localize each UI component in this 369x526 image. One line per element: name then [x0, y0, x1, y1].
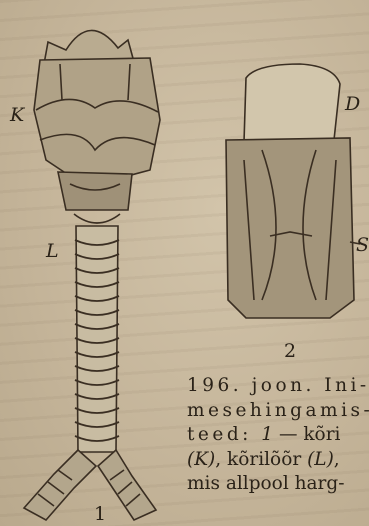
caption-line-1: 196. joon. Ini- [187, 374, 369, 399]
caption-line-3: teed: 1 — kõri [187, 423, 369, 448]
figure-label-k: K [10, 104, 24, 126]
figure-number-2: 2 [284, 340, 296, 362]
caption-ref-l: (L) [307, 449, 334, 470]
larynx-trachea-drawing [24, 30, 160, 520]
figure-label-l: L [46, 240, 59, 262]
caption-ref-k: (K) [187, 449, 215, 470]
caption-line-3-text: teed: [187, 424, 261, 445]
caption-line-4: (K), kõrilõõr (L), [187, 448, 369, 473]
caption-line-3-rest: — kõri [273, 424, 340, 445]
figure-number-1: 1 [94, 503, 106, 525]
caption-line-5: mis allpool harg- [187, 472, 369, 497]
caption-line-2: mesehingamis- [187, 399, 369, 424]
figure-caption: 196. joon. Ini- mesehingamis- teed: 1 — … [187, 374, 369, 497]
figure-label-d: D [345, 93, 360, 115]
caption-line-4-text: , kõrilõõr [215, 449, 307, 470]
larynx-interior-drawing [226, 64, 360, 318]
caption-line-4-comma: , [334, 449, 340, 470]
figure-label-s: S [356, 234, 369, 256]
caption-ref-1: 1 [261, 424, 273, 445]
